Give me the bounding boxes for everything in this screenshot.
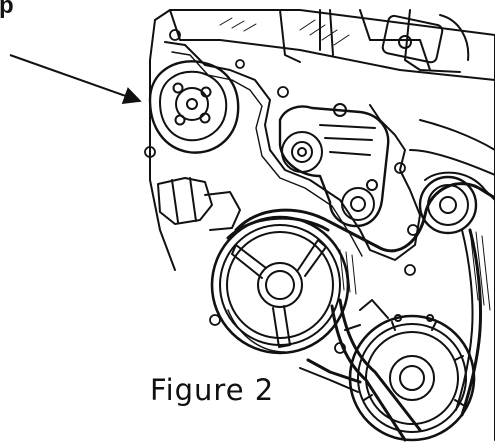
- water-pump-pulley-icon: [210, 215, 350, 355]
- figure-caption: Figure 2: [150, 373, 275, 407]
- idler-pulley: [418, 171, 495, 235]
- block-shading: [219, 17, 350, 46]
- engine-mount-block: [381, 14, 444, 64]
- right-belt-run: [460, 228, 483, 417]
- right-housing: [409, 119, 495, 176]
- drive-belt: [226, 182, 495, 442]
- belt-tensioner: [278, 103, 390, 228]
- engine-block-upper-edge: [169, 9, 495, 81]
- cover-bolts: [144, 29, 419, 354]
- gasket-outline: [164, 41, 421, 261]
- pointer-arrow-icon: [9, 54, 142, 105]
- belt-ribs: [339, 229, 491, 311]
- engine-block-outline: [149, 9, 495, 441]
- cropped-label: p: [0, 0, 14, 19]
- intake-housing: [359, 9, 470, 71]
- left-fitting: [157, 177, 241, 231]
- crankshaft-pulley-icon: [348, 314, 476, 442]
- camshaft-pulley-icon: [148, 60, 240, 154]
- timing-cover-edge: [279, 9, 461, 73]
